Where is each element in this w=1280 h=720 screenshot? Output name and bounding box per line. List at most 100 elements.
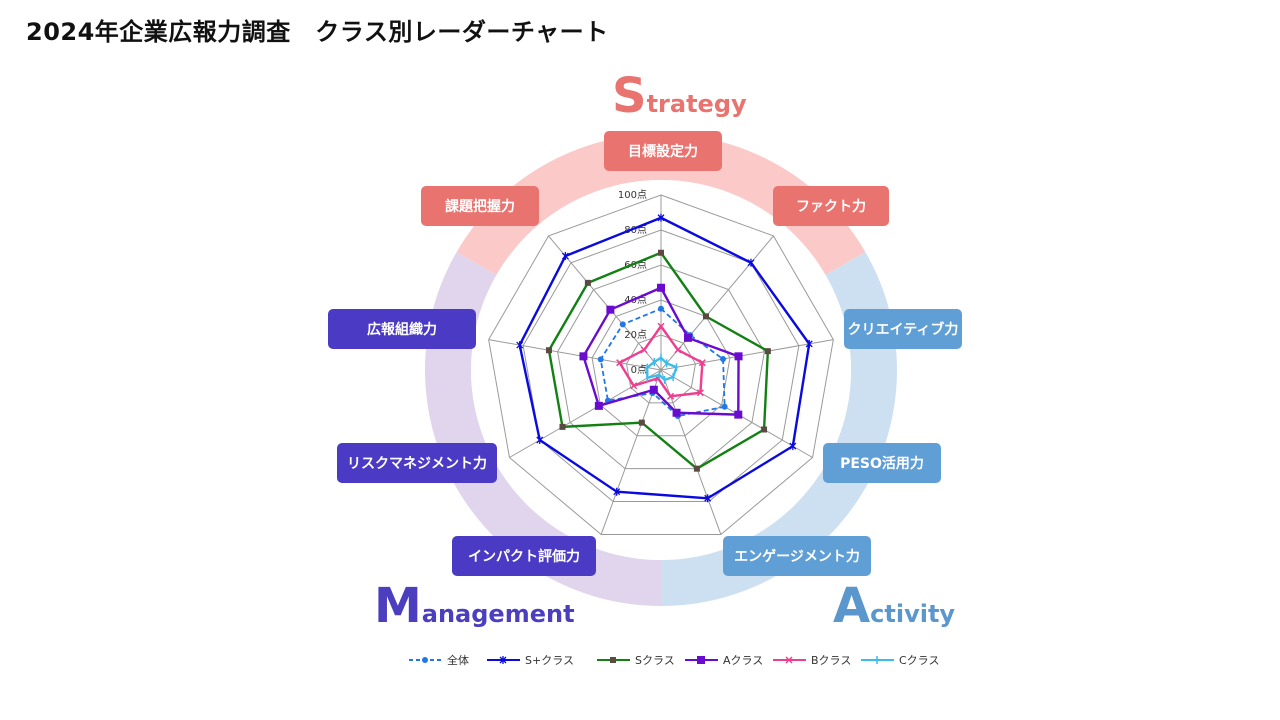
series-marker: [734, 410, 743, 419]
series-marker: [683, 333, 692, 342]
series-marker: [702, 313, 709, 320]
series-marker: [657, 322, 665, 330]
section-title: Strategy: [612, 68, 747, 124]
series-marker: [658, 305, 664, 312]
tick-label: 0点: [631, 364, 647, 376]
series-line: [582, 286, 740, 416]
series-marker: [561, 252, 569, 261]
series-line: [646, 356, 678, 382]
legend-label: S+クラス: [525, 654, 574, 667]
series-marker: [559, 423, 566, 430]
legend-item: Bクラス: [773, 654, 851, 667]
legend-item: Sクラス: [597, 654, 675, 667]
grid-ring: [626, 334, 696, 404]
series-marker: [672, 408, 681, 417]
grid-ring: [591, 299, 731, 437]
axis-label: ファクト力: [773, 186, 889, 226]
axis-label: エンゲージメント力: [723, 536, 871, 576]
axis-label-text: 課題把握力: [445, 198, 515, 215]
series-marker: [422, 657, 428, 663]
series-marker: [638, 419, 645, 426]
series-line: [599, 307, 726, 417]
series-marker: [536, 436, 544, 444]
series-marker: [667, 392, 675, 400]
axis-label-text: リスクマネジメント力: [347, 455, 487, 472]
tick-label: 100点: [618, 189, 647, 201]
series-marker: [594, 401, 603, 410]
series-marker: [657, 213, 665, 222]
axis-label-text: インパクト評価力: [468, 548, 580, 565]
series-marker: [734, 352, 743, 361]
axis-label-box: [723, 536, 871, 576]
grid-ring: [488, 194, 834, 535]
series-marker: [693, 465, 700, 472]
legend-label: Sクラス: [635, 654, 675, 667]
grid-spoke: [600, 369, 662, 535]
series-marker: [613, 487, 621, 496]
series-marker: [584, 279, 591, 286]
series-group: [579, 283, 743, 419]
series-group: [616, 322, 706, 400]
series-marker: [649, 385, 658, 394]
series-marker: [764, 348, 771, 355]
legend: 全体 S+クラス Sクラス Aクラス Bクラス Cクラス: [409, 653, 939, 667]
axis-label-box: [452, 536, 596, 576]
axis-label-text: 広報組織力: [367, 321, 437, 338]
legend-label: Cクラス: [899, 654, 939, 667]
series-marker: [698, 359, 706, 367]
legend-label: Bクラス: [811, 654, 851, 667]
axis-label: インパクト評価力: [452, 536, 596, 576]
series-marker: [616, 359, 624, 367]
legend-label: Aクラス: [723, 654, 763, 667]
series-marker: [789, 442, 797, 451]
series-marker: [785, 656, 793, 664]
axis-label-box: [604, 131, 722, 171]
axis-label-box: [823, 443, 941, 483]
series-marker: [720, 356, 727, 363]
section-title: Management: [374, 578, 575, 634]
legend-item: S+クラス: [487, 654, 574, 667]
series-marker: [696, 389, 704, 397]
grid-spoke: [488, 339, 662, 371]
series-line: [518, 216, 811, 500]
series-line: [547, 251, 770, 470]
series-marker: [597, 356, 604, 363]
series-marker: [761, 426, 768, 433]
series-lines: [516, 213, 813, 503]
grid-ring: [557, 264, 765, 470]
series-marker: [704, 494, 712, 503]
series-marker: [499, 656, 507, 664]
grid-spoke: [660, 339, 834, 371]
page-title: 2024年企業広報力調査 クラス別レーダーチャート: [26, 18, 609, 46]
axis-label-box: [328, 309, 476, 349]
series-marker: [697, 656, 705, 664]
series-marker: [630, 382, 638, 390]
ring-strategy: [456, 134, 866, 275]
series-marker: [747, 258, 755, 267]
axis-label-text: エンゲージメント力: [734, 548, 860, 565]
axis-label-box: [773, 186, 889, 226]
axis-label-text: PESO活用力: [840, 455, 924, 472]
axis-label-box: [421, 186, 539, 226]
series-marker: [674, 346, 682, 354]
series-group: [545, 249, 771, 472]
series-marker: [610, 657, 616, 663]
series-marker: [805, 339, 813, 348]
axis-label-box: [844, 309, 962, 349]
series-marker: [606, 305, 615, 314]
legend-item: Aクラス: [685, 654, 763, 667]
legend-item: 全体: [409, 653, 469, 667]
series-marker: [545, 347, 552, 354]
grid-ring: [522, 229, 800, 503]
series-marker: [579, 352, 588, 361]
axis-label-text: クリエイティブ力: [848, 321, 959, 338]
section-title: Activity: [833, 578, 955, 634]
series-marker: [657, 283, 665, 292]
axis-label: 広報組織力: [328, 309, 476, 349]
legend-label: 全体: [447, 653, 469, 667]
axis-labels: 目標設定力ファクト力クリエイティブ力PESO活用力エンゲージメント力インパクト評…: [328, 131, 962, 576]
axis-label: クリエイティブ力: [844, 309, 962, 349]
